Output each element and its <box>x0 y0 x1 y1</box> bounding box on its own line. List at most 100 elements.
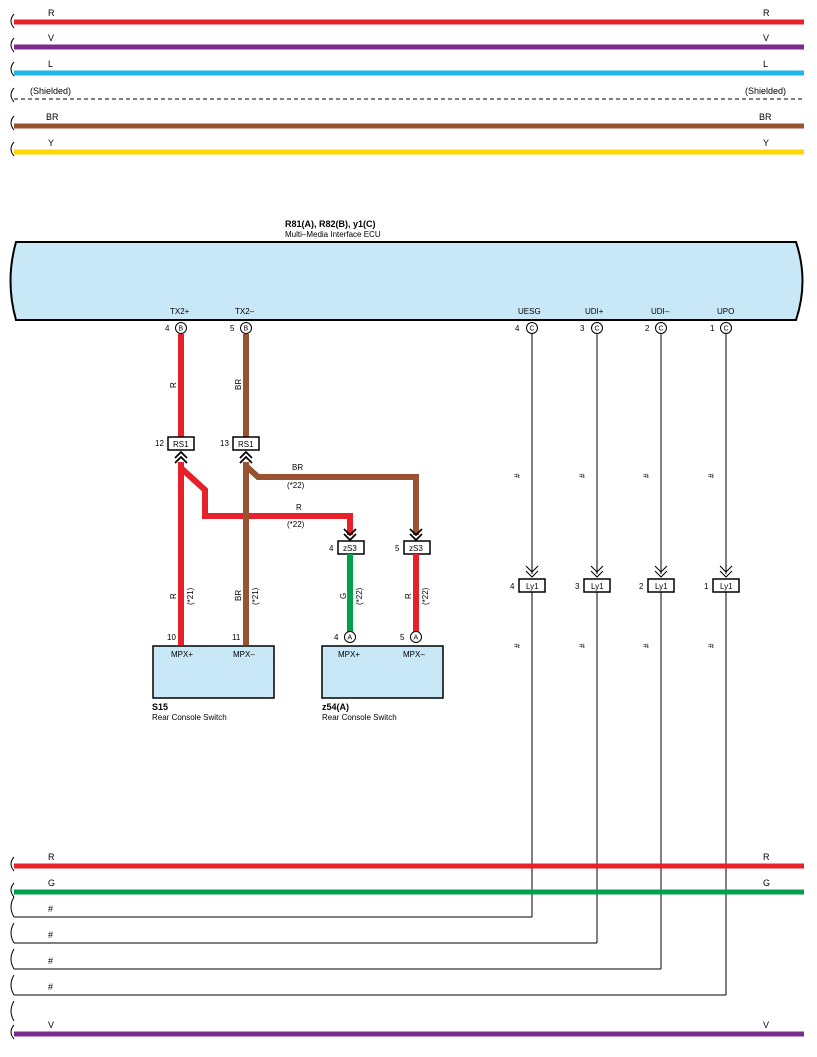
top-wire-y-label-left: Y <box>48 138 54 148</box>
pin-num-udim: 2 <box>645 324 650 333</box>
svg-text:#: # <box>578 473 587 478</box>
wire-z54-r-note: (*22) <box>421 587 430 605</box>
top-wire-bus: R R V V L L (Shielded) (Shielded) BR BR … <box>10 8 804 157</box>
top-wire-y-label-right: Y <box>763 138 769 148</box>
bottom-wire-hash-2: # <box>48 930 53 940</box>
top-wire-br-label-right: BR <box>759 112 772 122</box>
bottom-wire-g-label-left: G <box>48 878 55 888</box>
top-wire-r-label-left: R <box>48 8 55 18</box>
pin-conn-udip: C <box>595 326 600 333</box>
pin-label-udim: UDI– <box>651 307 670 316</box>
right-signal-wires <box>14 334 733 996</box>
top-wire-r-label-right: R <box>763 8 770 18</box>
wire-brown-branch: BR (*22) <box>243 462 419 645</box>
switch-z54-body <box>321 645 444 699</box>
svg-text:Ly1: Ly1 <box>591 582 604 591</box>
pin-num-tx2m: 5 <box>230 324 235 333</box>
bottom-wire-g-label-right: G <box>763 878 770 888</box>
top-wire-shielded-label-right: (Shielded) <box>745 86 786 96</box>
wire-br-cross-note: (*22) <box>287 481 305 490</box>
svg-text:MPX–: MPX– <box>233 650 255 659</box>
pin-connector-upo <box>720 322 732 334</box>
top-wire-v-label-right: V <box>763 33 769 43</box>
wire-red-branch: R (*22) <box>178 462 353 645</box>
svg-text:Ly1: Ly1 <box>720 582 733 591</box>
switch-z54-id: z54(A) <box>322 702 349 712</box>
svg-text:5: 5 <box>400 633 405 642</box>
bottom-wire-hash-3: # <box>48 956 53 966</box>
wire-tx2p-upper: R <box>169 334 184 437</box>
wire-br-cross-label: BR <box>292 463 303 472</box>
pin-label-upo: UPO <box>717 307 734 316</box>
wire-tx2m-upper: BR <box>234 334 249 437</box>
svg-text:#: # <box>707 643 716 648</box>
pin-label-tx2m: TX2– <box>235 307 255 316</box>
svg-text:11: 11 <box>232 633 241 642</box>
svg-text:zS3: zS3 <box>409 544 423 553</box>
svg-text:2: 2 <box>639 582 644 591</box>
svg-text:13: 13 <box>220 439 229 448</box>
svg-text:#: # <box>707 473 716 478</box>
svg-text:#: # <box>513 473 522 478</box>
junction-zs3-4: 4 zS3 <box>329 540 365 555</box>
switch-z54-name: Rear Console Switch <box>322 713 397 722</box>
bottom-wire-hash-4: # <box>48 982 53 992</box>
svg-text:A: A <box>348 635 353 642</box>
svg-text:zS3: zS3 <box>343 544 357 553</box>
wire-r-cross-note: (*22) <box>287 520 305 529</box>
pin-connector-tx2m <box>240 322 252 334</box>
junction-rs1-13: 13 RS1 <box>220 436 260 451</box>
pin-connector-uesg <box>526 322 538 334</box>
top-wire-v-label-left: V <box>48 33 54 43</box>
right-wire-hash-labels: # # # # # # # # <box>513 473 716 648</box>
svg-text:4: 4 <box>334 633 339 642</box>
svg-text:1: 1 <box>704 582 709 591</box>
wire-s15-r-note: (*21) <box>186 587 195 605</box>
ecu-name: Multi–Media Interface ECU <box>285 230 381 239</box>
wire-z54-red: R (*22) <box>404 554 430 632</box>
junction-rs1-12: 12 RS1 <box>155 436 195 451</box>
wire-tx2m-upper-label: BR <box>234 379 243 390</box>
top-wire-l-label-left: L <box>48 59 53 69</box>
wire-s15-br-note: (*21) <box>251 587 260 605</box>
svg-text:5: 5 <box>395 544 400 553</box>
svg-text:RS1: RS1 <box>238 440 254 449</box>
svg-text:#: # <box>578 643 587 648</box>
wire-tx2p-upper-label: R <box>169 382 178 388</box>
svg-text:MPX+: MPX+ <box>171 650 193 659</box>
wire-s15-br-label: BR <box>234 590 243 601</box>
top-wire-shielded-label-left: (Shielded) <box>30 86 71 96</box>
top-wire-l-label-right: L <box>763 59 768 69</box>
junction-ly1-1: 1 Ly1 <box>704 578 740 593</box>
pin-conn-tx2m: B <box>244 326 249 333</box>
switch-s15: 10 11 MPX+ MPX– S15 Rear Console Switch <box>152 633 275 722</box>
svg-text:MPX–: MPX– <box>403 650 425 659</box>
pin-conn-upo: C <box>724 326 729 333</box>
pin-num-tx2p: 4 <box>165 324 170 333</box>
pin-conn-udim: C <box>659 326 664 333</box>
bottom-wire-v-label-right: V <box>763 1020 769 1030</box>
wire-z54-g-label: G <box>339 593 348 599</box>
wire-z54-g-note: (*22) <box>355 587 364 605</box>
svg-text:3: 3 <box>575 582 580 591</box>
switch-z54: 4 A 5 A MPX+ MPX– z54(A) Rear Console Sw… <box>321 631 444 722</box>
pin-label-udip: UDI+ <box>585 307 604 316</box>
svg-text:MPX+: MPX+ <box>338 650 360 659</box>
svg-text:4: 4 <box>510 582 515 591</box>
pin-num-uesg: 4 <box>515 324 520 333</box>
svg-text:#: # <box>513 643 522 648</box>
switch-s15-id: S15 <box>152 702 168 712</box>
chevron-icon <box>174 450 253 464</box>
ecu-connector-ids: R81(A), R82(B), y1(C) <box>285 219 376 229</box>
pin-num-udip: 3 <box>580 324 585 333</box>
ecu-pins: TX2+ 4 B TX2– 5 B UESG 4 C UDI+ 3 C UDI–… <box>165 307 734 334</box>
pin-num-upo: 1 <box>710 324 715 333</box>
chevron-icon <box>343 528 423 542</box>
top-wire-br-label-left: BR <box>46 112 59 122</box>
svg-text:#: # <box>642 473 651 478</box>
pin-connector-udip <box>591 322 603 334</box>
wire-s15-r-label: R <box>169 593 178 599</box>
junction-ly1-3: 3 Ly1 <box>575 578 611 593</box>
svg-text:4: 4 <box>329 544 334 553</box>
